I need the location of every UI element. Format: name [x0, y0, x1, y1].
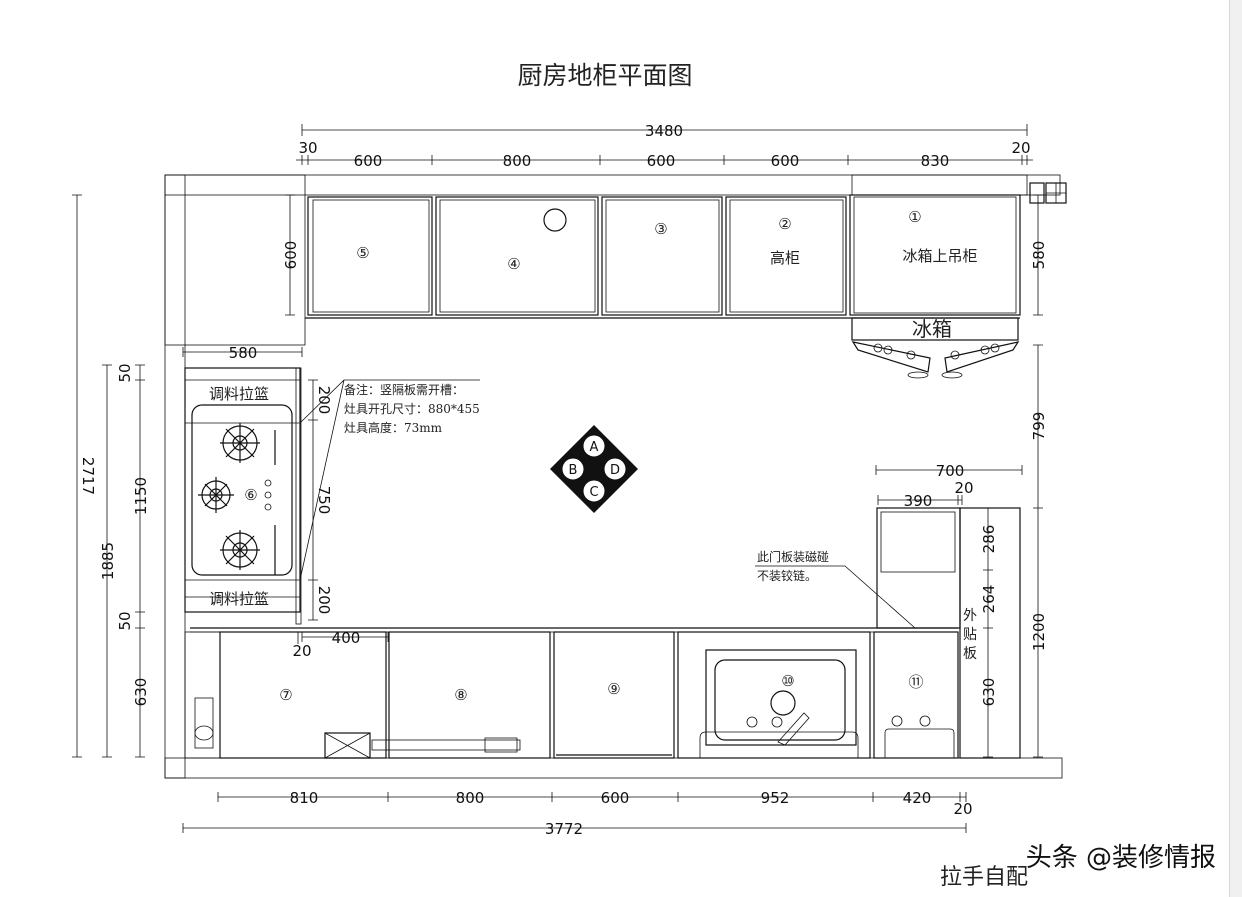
upper-cabinets	[305, 194, 1021, 319]
panel-label-3: 板	[963, 646, 977, 662]
cabinet-3-number: ③	[654, 220, 667, 238]
compass-c: C	[589, 485, 598, 500]
dim-left-top-gap: 50	[116, 363, 134, 382]
dim-stove-gap: 20	[292, 642, 311, 660]
dim-bottom-gap: 20	[953, 800, 972, 818]
dim-bottom-c10: 952	[761, 789, 790, 807]
dim-stove-offset: 400	[332, 629, 361, 647]
note-stove-2: 灶具开孔尺寸：880*455	[344, 402, 480, 416]
dim-stove-width: 580	[229, 344, 258, 362]
fridge-label: 冰箱	[912, 317, 952, 341]
panel-label-1: 外	[963, 608, 977, 624]
dim-top-total: 3480	[645, 122, 683, 140]
dim-bottom-c7: 810	[290, 789, 319, 807]
dim-left-overall: 2717	[79, 457, 97, 495]
compass-symbol	[550, 425, 638, 513]
cabinet-8-number: ⑧	[454, 686, 467, 704]
cabinet-6-number: ⑥	[244, 486, 257, 504]
dim-right-box-base: 630	[980, 678, 998, 707]
viewer-edge	[1229, 0, 1242, 897]
drawing-title: 厨房地柜平面图	[517, 61, 692, 90]
cabinet-7-number: ⑦	[279, 686, 292, 704]
dim-left-base: 630	[132, 678, 150, 707]
leader-lines	[299, 379, 916, 629]
dim-top-c4: 800	[503, 152, 532, 170]
fridge	[851, 317, 1020, 379]
handle-note: 拉手自配	[940, 865, 1028, 890]
dim-right-box-top: 286	[980, 525, 998, 554]
dim-left-stove: 1150	[132, 477, 150, 515]
cabinet-11-number: ⑪	[908, 673, 923, 691]
panel-label-2: 贴	[963, 627, 977, 643]
dimension-lines	[72, 124, 1043, 833]
note-stove-3: 灶具高度：73mm	[344, 420, 443, 435]
cabinet-2-number: ②	[778, 215, 791, 233]
dim-bottom-c9: 600	[601, 789, 630, 807]
dim-left-sub: 1885	[99, 542, 117, 580]
compass-d: D	[610, 463, 620, 478]
watermark: 头条 @装修情报	[1026, 843, 1216, 873]
dim-top-c3: 600	[647, 152, 676, 170]
dim-top-c1: 830	[921, 152, 950, 170]
dim-right-gap: 20	[954, 479, 973, 497]
cabinet-10-number: ⑩	[781, 672, 794, 690]
note-door-2: 不装铰链。	[757, 568, 817, 583]
dim-stove-middle: 750	[315, 486, 333, 515]
dim-right-box-mid: 264	[980, 585, 998, 614]
dim-left-bottom-gap: 50	[116, 611, 134, 630]
dim-right-clear: 799	[1030, 412, 1048, 441]
dim-top-right-gap: 20	[1011, 139, 1030, 157]
seasoning-basket-bottom-label: 调料拉篮	[209, 590, 269, 608]
cabinet-9-number: ⑨	[607, 680, 620, 698]
dim-top-left-gap: 30	[298, 139, 317, 157]
dim-right-upper: 580	[1030, 241, 1048, 270]
dim-bottom-c8: 800	[456, 789, 485, 807]
cabinet-5-number: ⑤	[356, 244, 369, 262]
dim-bottom-total: 3772	[545, 820, 583, 838]
base-cabinets	[184, 507, 1021, 759]
dim-right-inner: 390	[904, 492, 933, 510]
seasoning-basket-top-label: 调料拉篮	[209, 385, 269, 403]
dim-right-width: 700	[936, 462, 965, 480]
cabinet-1-number: ①	[908, 208, 921, 226]
dim-stove-bottom: 200	[315, 586, 333, 615]
tall-cabinet-label: 高柜	[770, 249, 800, 267]
dim-bottom-c11: 420	[903, 789, 932, 807]
dim-left-upper: 600	[282, 241, 300, 270]
dim-right-tall: 1200	[1030, 613, 1048, 651]
compass-b: B	[569, 463, 578, 478]
dim-top-c2: 600	[771, 152, 800, 170]
note-door-1: 此门板装磁碰	[757, 549, 829, 564]
stove-unit	[184, 367, 302, 625]
dim-top-c5: 600	[354, 152, 383, 170]
cabinet-4-number: ④	[507, 255, 520, 273]
fridge-upper-cabinet-label: 冰箱上吊柜	[902, 247, 977, 265]
note-stove-1: 备注：竖隔板需开槽：	[344, 382, 464, 397]
compass-a: A	[590, 440, 599, 455]
dim-stove-top: 200	[315, 386, 333, 415]
